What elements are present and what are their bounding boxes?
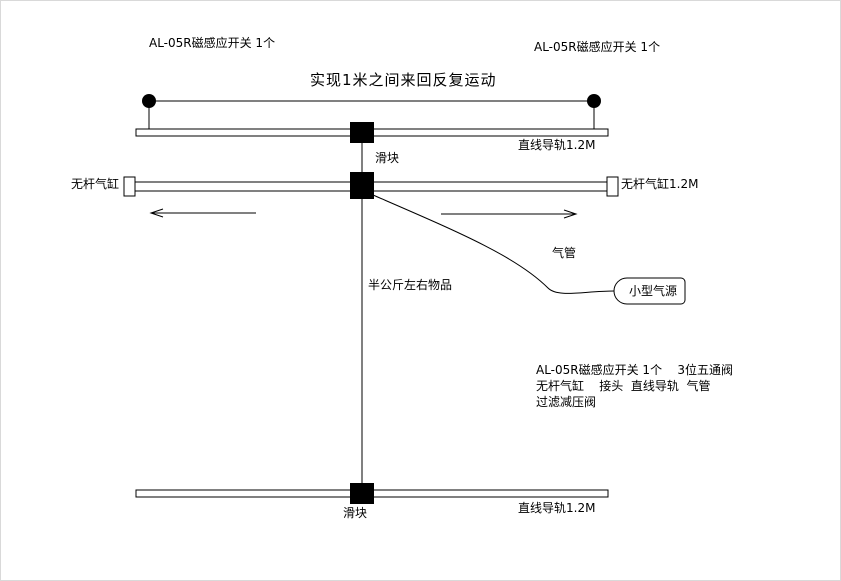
sensor-right-label: AL-05R磁感应开关 1个	[534, 40, 661, 54]
load-label: 半公斤左右物品	[368, 278, 453, 292]
parts-list: AL-05R磁感应开关 1个 3位五通阀 无杆气缸 接头 直线导轨 气管 过滤减…	[536, 362, 733, 410]
top-slider-block	[350, 122, 374, 143]
motion-arrow-left-icon	[149, 208, 256, 218]
cylinder-endcap-right	[606, 176, 619, 197]
air-tube-curve	[372, 194, 615, 294]
air-source-label: 小型气源	[629, 284, 678, 298]
parts-list-line-2: 无杆气缸 接头 直线导轨 气管	[536, 379, 711, 393]
sensor-left-label: AL-05R磁感应开关 1个	[149, 36, 276, 50]
cylinder-endcap-left	[123, 176, 136, 197]
cylinder-left-label: 无杆气缸	[71, 177, 120, 191]
bottom-slider-block	[350, 483, 374, 504]
cylinder-slider-block	[350, 172, 374, 199]
rail-top-label: 直线导轨1.2M	[518, 138, 596, 152]
parts-list-line-1: AL-05R磁感应开关 1个 3位五通阀	[536, 363, 733, 377]
slider-top-label: 滑块	[375, 151, 400, 165]
slider-bottom-label: 滑块	[343, 506, 368, 520]
motion-arrow-right-icon	[441, 209, 578, 219]
parts-list-line-3: 过滤减压阀	[536, 395, 597, 409]
air-source-capsule	[613, 277, 686, 305]
cylinder-right-label: 无杆气缸1.2M	[621, 177, 699, 191]
tube-label: 气管	[552, 246, 577, 260]
rail-bottom-label: 直线导轨1.2M	[518, 501, 596, 515]
diagram-title: 实现1米之间来回反复运动	[310, 71, 497, 89]
